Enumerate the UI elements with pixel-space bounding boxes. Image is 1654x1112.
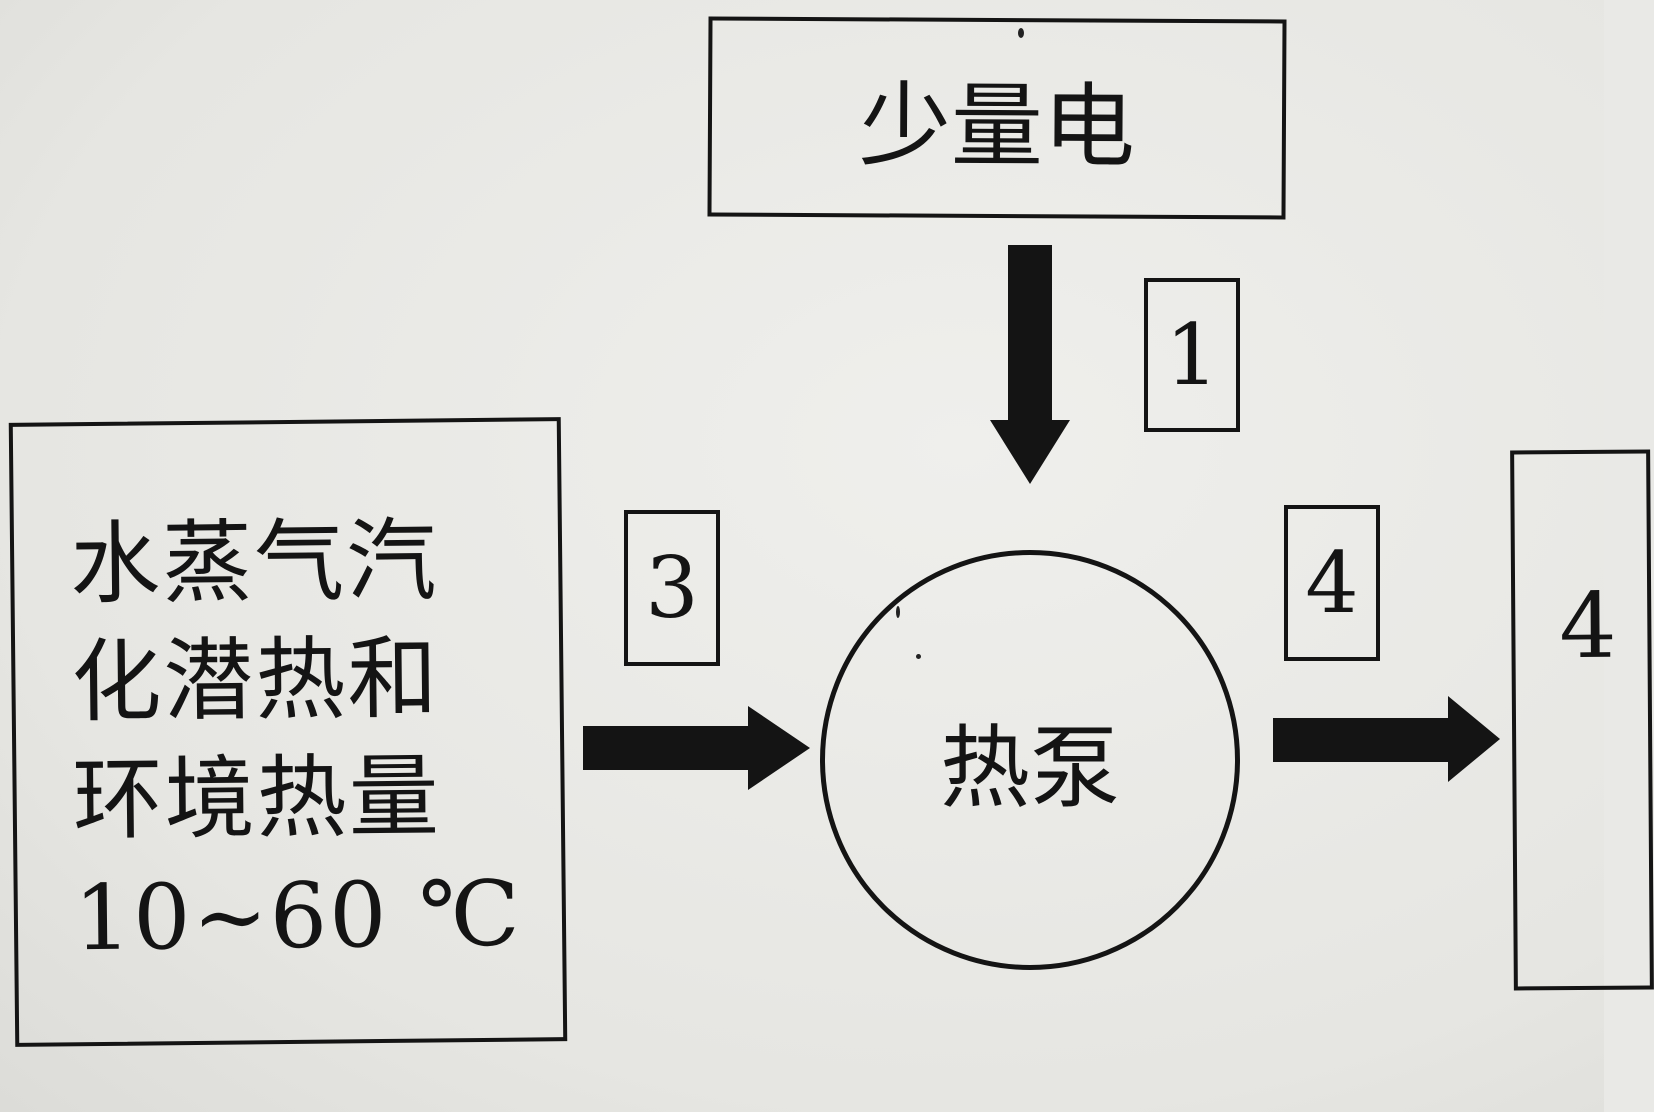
marker-4-label: 4 (1305, 534, 1359, 632)
marker-1: 1 (1144, 278, 1240, 432)
output-arrow (1273, 696, 1500, 782)
heat-pump-circle: 热泵 (820, 550, 1240, 970)
heat-pump-label: 热泵 (940, 716, 1120, 821)
down-arrow (990, 245, 1070, 484)
marker-3: 3 (624, 510, 720, 666)
marker-3-label: 3 (645, 539, 699, 637)
scan-speck (916, 654, 921, 659)
scan-speck (1018, 28, 1024, 38)
scan-speck (896, 606, 900, 618)
marker-1-label: 1 (1165, 306, 1219, 404)
marker-4: 4 (1284, 505, 1380, 661)
input-arrow (583, 706, 810, 790)
arrows-layer (583, 245, 1500, 790)
